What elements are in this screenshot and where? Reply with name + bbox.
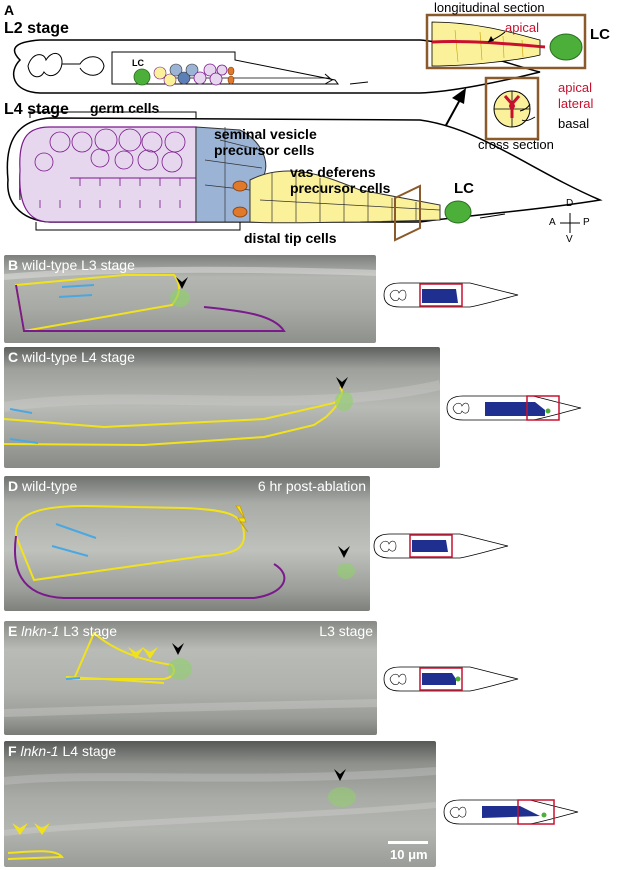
vas-deferens-label: vas deferens (290, 164, 376, 180)
axis-v: V (566, 234, 573, 245)
caption-d-right: 6 hr post-ablation (257, 478, 366, 494)
axis-a: A (549, 217, 556, 228)
micrograph-f: F lnkn-1 L4 stage 10 μm (4, 741, 436, 867)
apical-cross-label: apical (558, 80, 592, 95)
caption-c: wild-type L4 stage (22, 349, 135, 365)
cross-section-label: cross section (478, 137, 554, 152)
micrograph-e: E lnkn-1 L3 stage L3 stage (4, 621, 377, 735)
lc-l4-label: LC (454, 180, 474, 197)
panel-a-schematic (6, 13, 603, 242)
lateral-label: lateral (558, 96, 594, 111)
gene-f: lnkn-1 (20, 743, 59, 759)
l4-stage-label: L4 stage (4, 101, 69, 118)
basal-label: basal (558, 116, 590, 131)
caption-f: L4 stage (62, 743, 117, 759)
panel-letter-a: A (4, 2, 15, 18)
caption-e: L3 stage (63, 623, 117, 639)
longitudinal-section-label: longitudinal section (434, 0, 545, 15)
caption-b: wild-type L3 stage (22, 257, 135, 273)
panel-letter-d: D (8, 478, 19, 494)
micrograph-d: D wild-type 6 hr post-ablation (4, 476, 370, 611)
caption-e-right: L3 stage (319, 623, 373, 639)
lc-small-label: LC (132, 58, 144, 68)
apical-long-label: apical (505, 20, 539, 35)
micrograph-b: B wild-type L3 stage (4, 255, 376, 343)
axis-d: D (566, 198, 574, 209)
axis-p: P (583, 217, 590, 228)
gene-e: lnkn-1 (21, 623, 60, 639)
lc-label: LC (590, 26, 610, 43)
l2-gonad-cells (153, 63, 235, 87)
sv-precursor-label: precursor cells (214, 142, 315, 158)
panel-letter-e: E (8, 623, 18, 639)
panel-letter-f: F (8, 743, 17, 759)
germ-cells-label: germ cells (90, 100, 160, 116)
distal-tip-cells-label: distal tip cells (244, 230, 337, 246)
micrograph-c: C wild-type L4 stage (4, 347, 440, 468)
panel-letter-c: C (8, 349, 19, 365)
seminal-vesicle-label: seminal vesicle (214, 126, 317, 142)
l2-stage-label: L2 stage (4, 20, 69, 37)
caption-d: wild-type (22, 478, 78, 494)
panel-letter-b: B (8, 257, 19, 273)
vd-precursor-label: precursor cells (290, 180, 391, 196)
scale-bar-label: 10 μm (390, 847, 428, 862)
